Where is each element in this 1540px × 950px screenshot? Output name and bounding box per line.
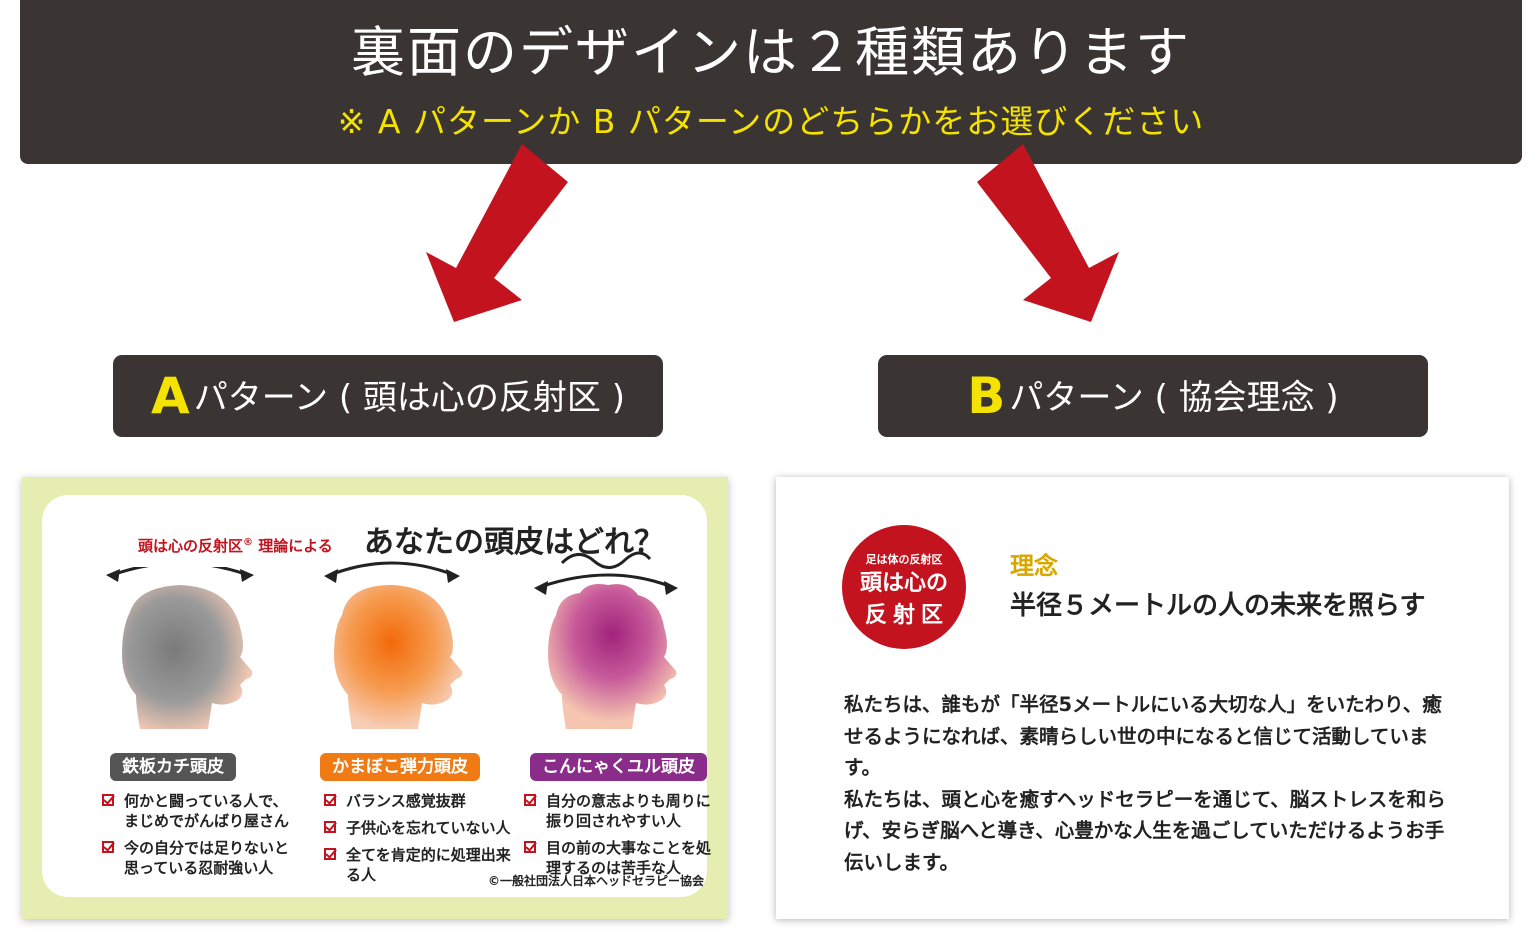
- seal-small-text: 足は体の反射区: [865, 553, 943, 566]
- head-purple-icon: [534, 551, 678, 729]
- pattern-b-text: パターン ( 協会理念 ): [1009, 378, 1339, 418]
- type-iron-checklist: 何かと闘っている人で、まじめでがんばり屋さん 今の自分では足りないと思っている忍…: [102, 791, 292, 885]
- pattern-a-card: 頭は心の反射区® 理論による あなたの頭皮はどれ？: [22, 477, 728, 919]
- checkbox-icon: [524, 841, 536, 853]
- list-item: 自分の意志よりも周りに振り回されやすい人: [524, 791, 714, 831]
- banner-subtitle: ※ A パターンか B パターンのどちらかをお選びください: [337, 102, 1205, 141]
- list-item: 子供心を忘れていない人: [324, 818, 524, 838]
- pattern-a-text: パターン ( 頭は心の反射区 ): [193, 378, 625, 418]
- checkbox-icon: [324, 794, 336, 806]
- body-paragraph: 私たちは、誰もが「半径5メートルにいる大切な人」をいたわり、癒せるようになれば、…: [844, 693, 1442, 779]
- arrow-down-left-icon: [426, 144, 568, 322]
- card-a-question: あなたの頭皮はどれ？: [364, 525, 664, 560]
- checkbox-icon: [324, 848, 336, 860]
- card-a-copyright: ©一般社団法人日本ヘッドセラピー協会: [488, 874, 705, 888]
- philosophy-heading: 理念: [1010, 552, 1058, 580]
- pattern-a-card-inner: 頭は心の反射区® 理論による あなたの頭皮はどれ？: [42, 495, 711, 897]
- list-item: 目の前の大事なことを処理するのは苦手な人: [524, 838, 714, 878]
- banner-title: 裏面のデザインは２種類あります: [351, 21, 1191, 84]
- list-item: 今の自分では足りないと思っている忍耐強い人: [102, 838, 292, 878]
- seal-line1: 頭は心の: [859, 571, 948, 596]
- checkbox-icon: [102, 794, 114, 806]
- body-paragraph: 私たちは、頭と心を癒すヘッドセラピーを通じて、脳ストレスを和らげ、安らぎ脳へと導…: [844, 787, 1446, 874]
- type-kamaboko-checklist: バランス感覚抜群 子供心を忘れていない人 全てを肯定的に処理出来る人: [324, 791, 524, 892]
- type-badge-iron: 鉄板カチ頭皮: [110, 753, 236, 781]
- type-badge-kamaboko: かまぼこ弾力頭皮: [320, 753, 480, 781]
- philosophy-motto: 半径５メートルの人の未来を照らす: [1010, 591, 1426, 621]
- list-item: 何かと闘っている人で、まじめでがんばり屋さん: [102, 791, 292, 831]
- head-gray-icon: [106, 567, 254, 729]
- list-item: 全てを肯定的に処理出来る人: [324, 845, 524, 885]
- reflex-zone-seal: 足は体の反射区 頭は心の 反射区: [842, 525, 966, 649]
- seal-line2: 反射区: [864, 603, 949, 628]
- type-badge-konnyaku: こんにゃくユル頭皮: [530, 753, 707, 781]
- checkbox-icon: [324, 821, 336, 833]
- type-konnyaku-checklist: 自分の意志よりも周りに振り回されやすい人 目の前の大事なことを処理するのは苦手な…: [524, 791, 714, 885]
- card-a-lead: 頭は心の反射区® 理論による: [138, 537, 333, 555]
- philosophy-body: 私たちは、誰もが「半径5メートルにいる大切な人」をいたわり、癒せるようになれば、…: [844, 689, 1454, 878]
- top-banner: 裏面のデザインは２種類あります ※ A パターンか B パターンのどちらかをお選…: [20, 0, 1522, 164]
- pattern-a-letter: A: [151, 367, 190, 425]
- pattern-b-card: 足は体の反射区 頭は心の 反射区 理念 半径５メートルの人の未来を照らす 私たち…: [776, 477, 1509, 919]
- pattern-b-letter: B: [967, 367, 1006, 425]
- checkbox-icon: [524, 794, 536, 806]
- head-orange-icon: [324, 561, 463, 729]
- checkbox-icon: [102, 841, 114, 853]
- arrow-down-right-icon: [977, 144, 1119, 322]
- list-item: バランス感覚抜群: [324, 791, 524, 811]
